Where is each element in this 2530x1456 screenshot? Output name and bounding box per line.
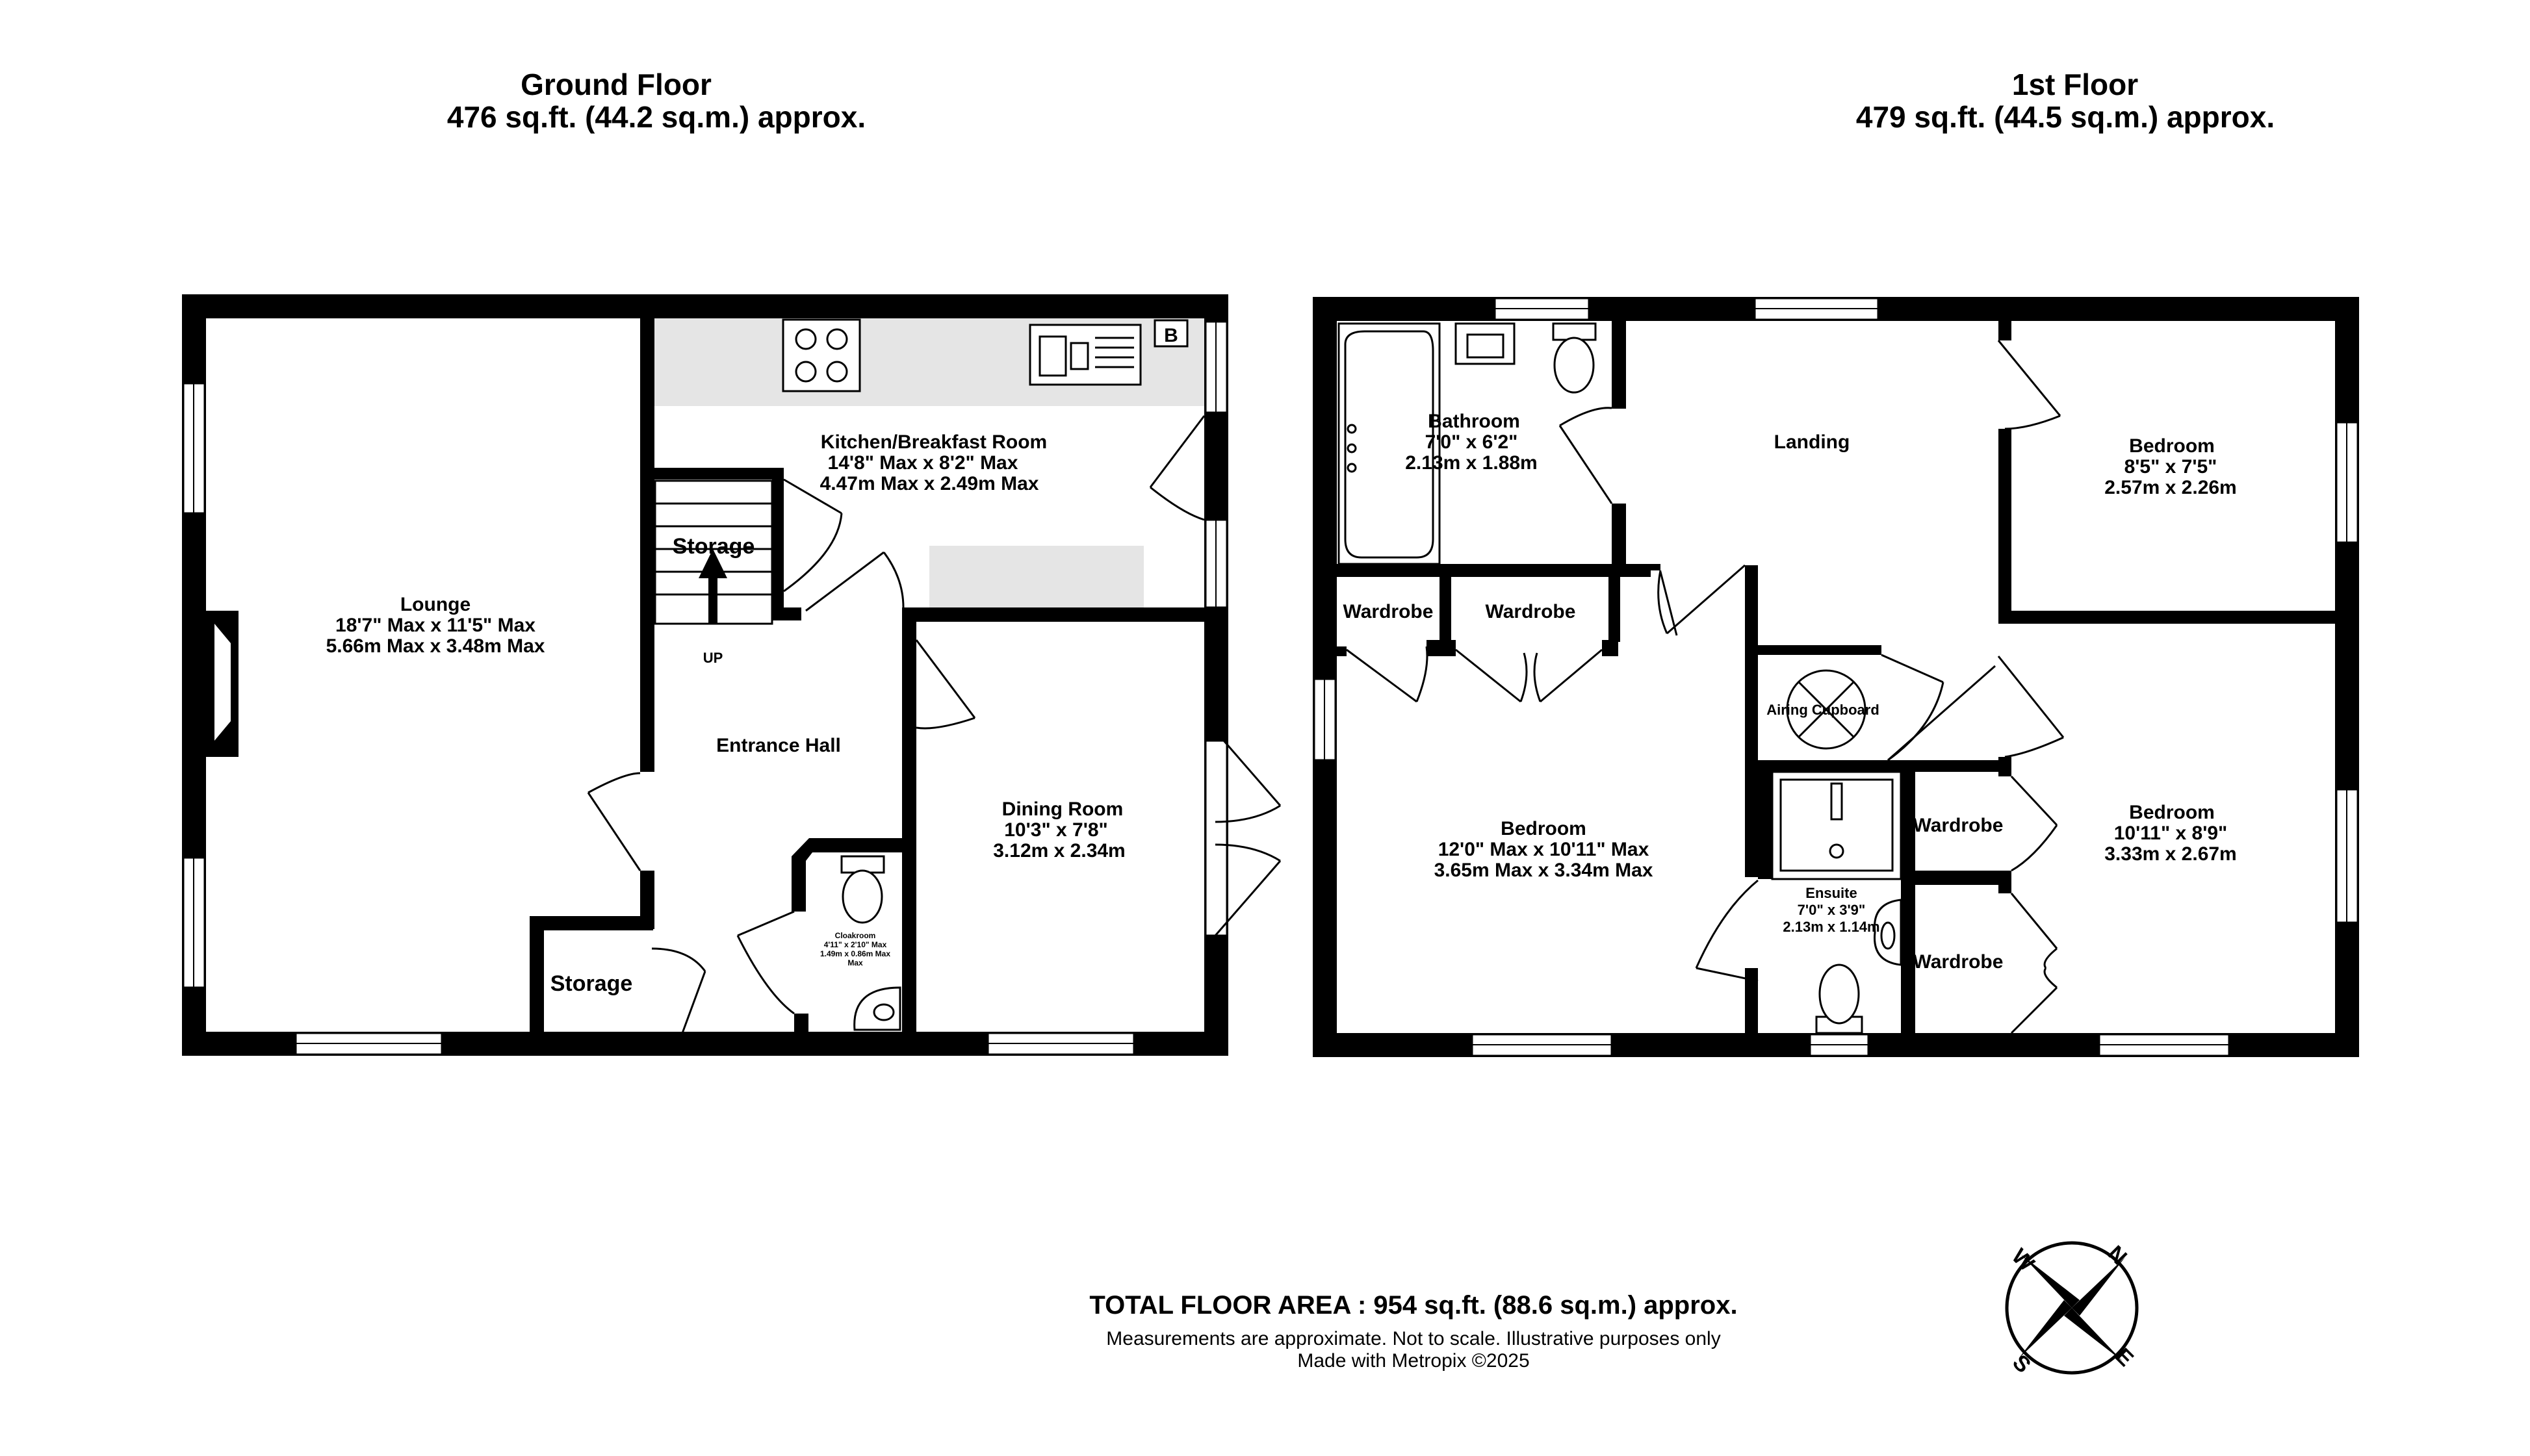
cloakroom-walls (792, 838, 907, 1033)
kitchen-island (929, 546, 1144, 607)
shower-icon (1771, 771, 1902, 880)
bedroom-main-metric: 3.65m Max x 3.34m Max (1434, 860, 1653, 881)
bathroom-metric: 2.13m x 1.88m (1405, 452, 1537, 474)
first-floor-title: 1st Floor (2012, 68, 2138, 101)
cloakroom-basin-icon (853, 986, 901, 1031)
cloakroom-imperial: 4'11" x 2'10" Max (824, 940, 887, 949)
cloakroom-name: Cloakroom (835, 931, 876, 940)
dining-metric: 3.12m x 2.34m (993, 840, 1125, 862)
lounge-imperial: 18'7" Max x 11'5" Max (335, 615, 536, 636)
landing-name: Landing (1774, 431, 1850, 453)
boiler-icon (1154, 319, 1189, 348)
ground-floor-title: Ground Floor (521, 68, 712, 101)
compass-e: E (2110, 1344, 2138, 1372)
compass-icon: N E S W (2005, 1241, 2139, 1378)
up-arrow-icon (699, 549, 727, 578)
storage-small-name: Storage (550, 971, 633, 996)
wardrobe-2-label: Wardrobe (1486, 601, 1576, 622)
first-floor-area: 479 sq.ft. (44.5 sq.m.) approx. (1856, 100, 2275, 134)
lounge-hall-wall (640, 294, 654, 772)
disclaimer: Measurements are approximate. Not to sca… (1106, 1328, 1720, 1349)
hob-icon (782, 318, 861, 392)
lounge-metric: 5.66m Max x 3.48m Max (326, 635, 545, 657)
stair-storage-wall (653, 468, 783, 479)
storage-small-wall-left (530, 916, 544, 1056)
kitchen-metric: 4.47m Max x 2.49m Max (820, 473, 1039, 494)
ff-doors (1346, 340, 2065, 1034)
gf-doors (587, 415, 1282, 1034)
bedroom-se-imperial: 10'11" x 8'9" (2114, 823, 2228, 844)
kitchen-name: Kitchen/Breakfast Room (821, 431, 1047, 453)
gf-windows (182, 320, 1228, 1056)
storage-small-wall-top (530, 916, 653, 930)
ff-wall-right (2335, 297, 2359, 1057)
kitchen-dining-wall (902, 607, 1227, 622)
compass-s: S (2007, 1350, 2035, 1378)
toilet-icon (840, 855, 885, 924)
bedroom-ne-name: Bedroom (2129, 435, 2215, 457)
bedroom-ne-metric: 2.57m x 2.26m (2104, 477, 2236, 498)
total-floor-area: TOTAL FLOOR AREA : 954 sq.ft. (88.6 sq.m… (1089, 1291, 1737, 1320)
wardrobe-3-label: Wardrobe (1913, 815, 2004, 836)
kitchen-imperial: 14'8" Max x 8'2" Max (828, 452, 1018, 474)
sink-icon (1029, 324, 1142, 386)
bathroom-toilet-icon (1552, 322, 1597, 394)
wardrobe-1-label: Wardrobe (1343, 601, 1434, 622)
up-label: UP (703, 650, 723, 666)
cloakroom-metric: 1.49m x 0.86m Max (820, 949, 890, 958)
lounge-name: Lounge (400, 594, 471, 615)
bedroom-se-metric: 3.33m x 2.67m (2104, 843, 2236, 865)
compass-w: W (2007, 1244, 2039, 1277)
airing-cupboard-label: Airing Cupboard (1766, 702, 1879, 718)
bathroom-name: Bathroom (1428, 411, 1520, 432)
compass-n: N (2103, 1241, 2132, 1270)
bedroom-ne-imperial: 8'5" x 7'5" (2124, 456, 2217, 478)
ensuite-toilet-icon (1815, 964, 1863, 1034)
boiler-label: B (1164, 325, 1178, 346)
ff-interior-walls (1337, 321, 2359, 1057)
bedroom-main-imperial: 12'0" Max x 10'11" Max (1438, 839, 1649, 860)
ensuite-imperial: 7'0" x 3'9" (1798, 902, 1866, 918)
stairs-storage-name: Storage (673, 534, 755, 559)
dining-imperial: 10'3" x 7'8" (1004, 819, 1108, 841)
bedroom-main-name: Bedroom (1501, 818, 1586, 839)
cloakroom-extra: Max (847, 958, 863, 967)
bathroom-imperial: 7'0" x 6'2" (1425, 431, 1518, 453)
wardrobe-4-label: Wardrobe (1913, 951, 2004, 973)
credit: Made with Metropix ©2025 (1297, 1350, 1529, 1372)
entrance-hall-name: Entrance Hall (716, 735, 841, 756)
ensuite-name: Ensuite (1805, 885, 1857, 901)
hall-dining-wall (902, 607, 916, 1032)
ground-floor-area: 476 sq.ft. (44.2 sq.m.) approx. (447, 100, 866, 134)
ff-wall-left (1313, 297, 1337, 1057)
ensuite-basin-icon (1874, 899, 1902, 966)
gf-wall-bottom-a (182, 1032, 858, 1056)
ensuite-metric: 2.13m x 1.14m (1783, 919, 1879, 935)
first-floor-plan: Bathroom 7'0" x 6'2" 2.13m x 1.88m Landi… (1313, 297, 2359, 1057)
dining-name: Dining Room (1002, 798, 1124, 820)
stair-arrow-shaft (708, 575, 717, 624)
airing-cupboard-icon (1786, 669, 1866, 750)
bedroom-se-name: Bedroom (2129, 802, 2215, 823)
bathroom-basin-icon (1454, 322, 1516, 365)
bathtub-icon (1337, 322, 1441, 565)
gf-wall-top (182, 294, 1228, 318)
ground-floor-plan: B (182, 294, 1282, 1056)
